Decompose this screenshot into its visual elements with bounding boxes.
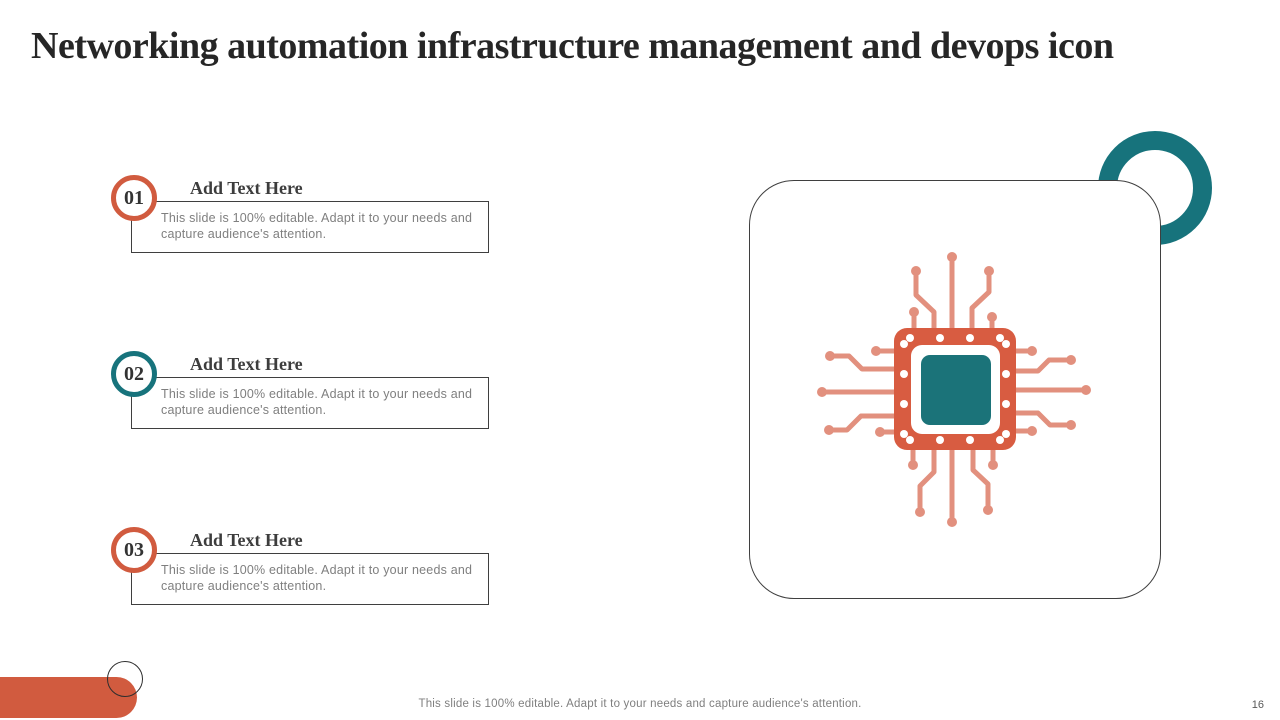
page-number: 16 (1251, 699, 1264, 711)
slide-title: Networking automation infrastructure man… (31, 25, 1114, 67)
item-body-text: This slide is 100% editable. Adapt it to… (161, 563, 473, 593)
list-item: This slide is 100% editable. Adapt it to… (0, 175, 520, 267)
item-number-badge: 03 (111, 527, 157, 573)
item-text-box[interactable]: This slide is 100% editable. Adapt it to… (131, 553, 489, 605)
item-text-box[interactable]: This slide is 100% editable. Adapt it to… (131, 377, 489, 429)
item-heading[interactable]: Add Text Here (190, 530, 303, 550)
list-item: This slide is 100% editable. Adapt it to… (0, 351, 520, 443)
item-heading[interactable]: Add Text Here (190, 178, 303, 198)
list-item: This slide is 100% editable. Adapt it to… (0, 527, 520, 619)
icon-card (749, 180, 1161, 599)
item-heading[interactable]: Add Text Here (190, 354, 303, 374)
item-number-badge: 02 (111, 351, 157, 397)
cpu-circuit-icon (817, 252, 1091, 527)
item-body-text: This slide is 100% editable. Adapt it to… (161, 387, 473, 417)
footer-note: This slide is 100% editable. Adapt it to… (418, 698, 862, 710)
outline-circle-decoration (107, 661, 143, 697)
item-number-badge: 01 (111, 175, 157, 221)
item-body-text: This slide is 100% editable. Adapt it to… (161, 211, 473, 241)
item-text-box[interactable]: This slide is 100% editable. Adapt it to… (131, 201, 489, 253)
